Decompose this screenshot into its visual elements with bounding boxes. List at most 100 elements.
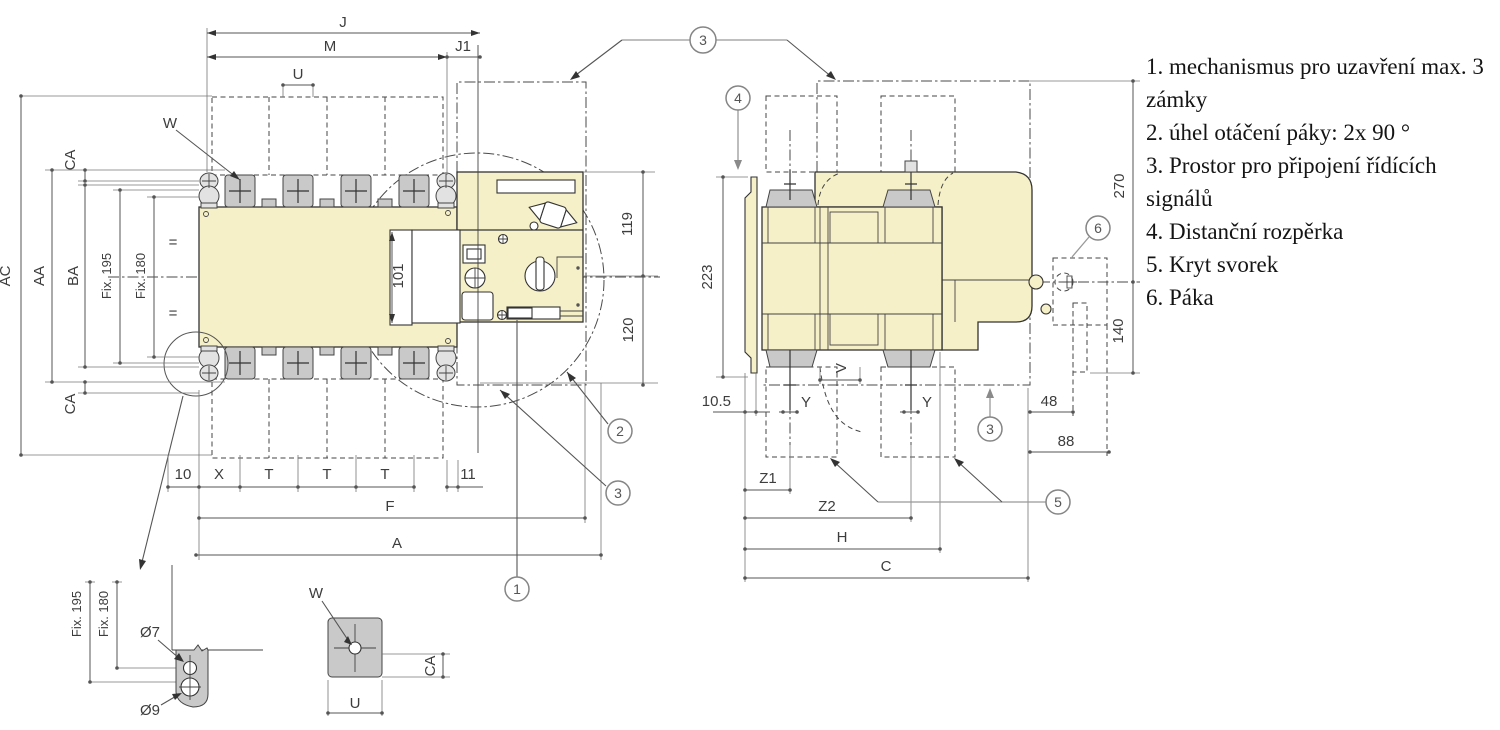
callout-2-number: 2 (616, 423, 624, 439)
dim-label-j1: J1 (455, 38, 471, 55)
side-body (761, 206, 943, 351)
dim-119-120: 119 120 (480, 170, 658, 387)
detail-label-w: W (309, 585, 324, 602)
label-slot (496, 179, 576, 194)
mounting-bracket-top-right (435, 172, 457, 209)
mounting-bracket-bottom-right (435, 345, 457, 382)
legend-item-2: 2. úhel otáčení páky: 2x 90 ° (1146, 120, 1411, 145)
dim-Z1-Z2-H-C: Z1 Z2 H C (743, 352, 1030, 582)
callout-4: 4 (725, 85, 751, 170)
detail-terminal: W CA U (309, 585, 450, 716)
signal-space-box-side (763, 80, 1031, 386)
dim-label-u: U (293, 66, 304, 83)
dim-label-m: M (324, 38, 337, 55)
side-bolts (784, 160, 918, 410)
dim-label-11: 11 (460, 466, 476, 483)
dim-label-w: W (163, 115, 178, 132)
dim-label-j: J (339, 14, 347, 31)
detail-label-d7: Ø7 (140, 624, 160, 641)
dim-101: 101 (389, 232, 407, 323)
dim-label-a: A (392, 535, 402, 552)
callout-3-front: 3 (499, 389, 631, 506)
distance-spacer (744, 176, 758, 374)
dim-48-88: 48 88 (1028, 303, 1111, 456)
legend-item-1: 1. mechanismus pro uzavření max. 3 zámky (1146, 54, 1484, 112)
callout-2: 2 (566, 371, 633, 444)
dim-left-column: AC AA BA Fix. 195 Fix. 180 CA CA = = (0, 94, 225, 457)
callout-3-top: 3 (570, 26, 836, 80)
dim-label-119: 119 (619, 212, 636, 236)
mounting-bracket-top-left (198, 172, 220, 209)
legend-item-3: 3. Prostor pro připojení řídících signál… (1146, 153, 1437, 211)
legend-item-5: 5. Kryt svorek (1146, 252, 1279, 277)
signal-space-box (456, 81, 587, 386)
mounting-foot (175, 644, 209, 708)
callout-5-number: 5 (1054, 494, 1062, 510)
dim-label-88: 88 (1058, 433, 1075, 450)
dim-label-t2: T (322, 466, 331, 483)
callout-1: 1 (504, 320, 530, 602)
dim-label-t3: T (380, 466, 389, 483)
callout-3-top-number: 3 (699, 32, 707, 48)
callout-3-side: 3 (977, 388, 1003, 442)
detail-label-d9: Ø9 (140, 702, 160, 719)
callout-6-number: 6 (1094, 220, 1102, 236)
dim-label-c: C (881, 558, 892, 575)
terminal-blocks-bottom (224, 346, 430, 380)
callout-3-side-number: 3 (986, 421, 994, 437)
front-view: J M J1 U AC AA BA Fix. 195 Fix. 180 CA C… (0, 14, 836, 602)
symmetry-mark-top: = (169, 234, 178, 251)
dim-label-x: X (214, 466, 224, 483)
side-housing (814, 171, 1033, 351)
cable-zones-dashed (211, 96, 444, 459)
callout-6: 6 (1071, 215, 1111, 258)
mechanism-unit (389, 45, 584, 453)
terminal-blocks-top (224, 174, 430, 208)
dim-label-120: 120 (620, 317, 637, 342)
detail-label-fix180: Fix. 180 (96, 591, 111, 637)
handle-hub-bump (1028, 274, 1044, 290)
detail-label-ca: CA (422, 656, 439, 677)
callout-3-number: 3 (614, 485, 622, 501)
dim-V: V (818, 363, 862, 384)
dim-10-5: 10.5 (702, 373, 770, 416)
dim-label-f: F (385, 498, 394, 515)
dim-label-270: 270 (1111, 173, 1128, 198)
dim-label-ca-bottom: CA (62, 394, 79, 415)
dim-label-48: 48 (1041, 393, 1058, 410)
dim-label-101: 101 (390, 263, 407, 288)
dim-label-z2: Z2 (818, 498, 836, 515)
dim-label-h: H (837, 529, 848, 546)
detail-leader-line (140, 395, 184, 567)
legend-item-4: 4. Distanční rozpěrka (1146, 219, 1344, 244)
dim-label-t1: T (264, 466, 273, 483)
legend: 1. mechanismus pro uzavření max. 3 zámky… (1146, 50, 1496, 314)
dim-W: W (163, 115, 240, 180)
handle-dashed (1052, 257, 1108, 373)
dim-label-aa: AA (31, 266, 48, 286)
dim-label-10: 10 (175, 466, 192, 483)
detail-indicator-circle (163, 331, 229, 397)
side-terminal-pads (765, 189, 936, 368)
dim-label-z1: Z1 (759, 470, 777, 487)
dim-270-140: 270 140 (1030, 79, 1140, 375)
dim-Y: Y Y (779, 394, 932, 414)
legend-item-6: 6. Páka (1146, 285, 1214, 310)
dim-label-y-left: Y (801, 394, 811, 411)
symmetry-mark-bottom: = (169, 305, 178, 322)
side-view: 223 10.5 V Y Y Z1 Z (699, 79, 1140, 582)
body-corner-holes (203, 210, 451, 344)
detail-label-fix195: Fix. 195 (69, 591, 84, 637)
handle-knob (528, 201, 578, 231)
dim-label-v: V (833, 363, 850, 373)
mounting-bracket-bottom-left (198, 345, 220, 382)
dim-label-ba: BA (65, 266, 82, 286)
detail-mounting-slot: Fix. 195 Fix. 180 Ø7 Ø9 (69, 565, 263, 719)
handle-shaft (535, 256, 545, 291)
detail-label-u: U (350, 695, 361, 712)
dim-J: J M J1 U (206, 14, 482, 175)
dim-label-223: 223 (699, 264, 716, 289)
dim-223: 223 (699, 175, 748, 379)
